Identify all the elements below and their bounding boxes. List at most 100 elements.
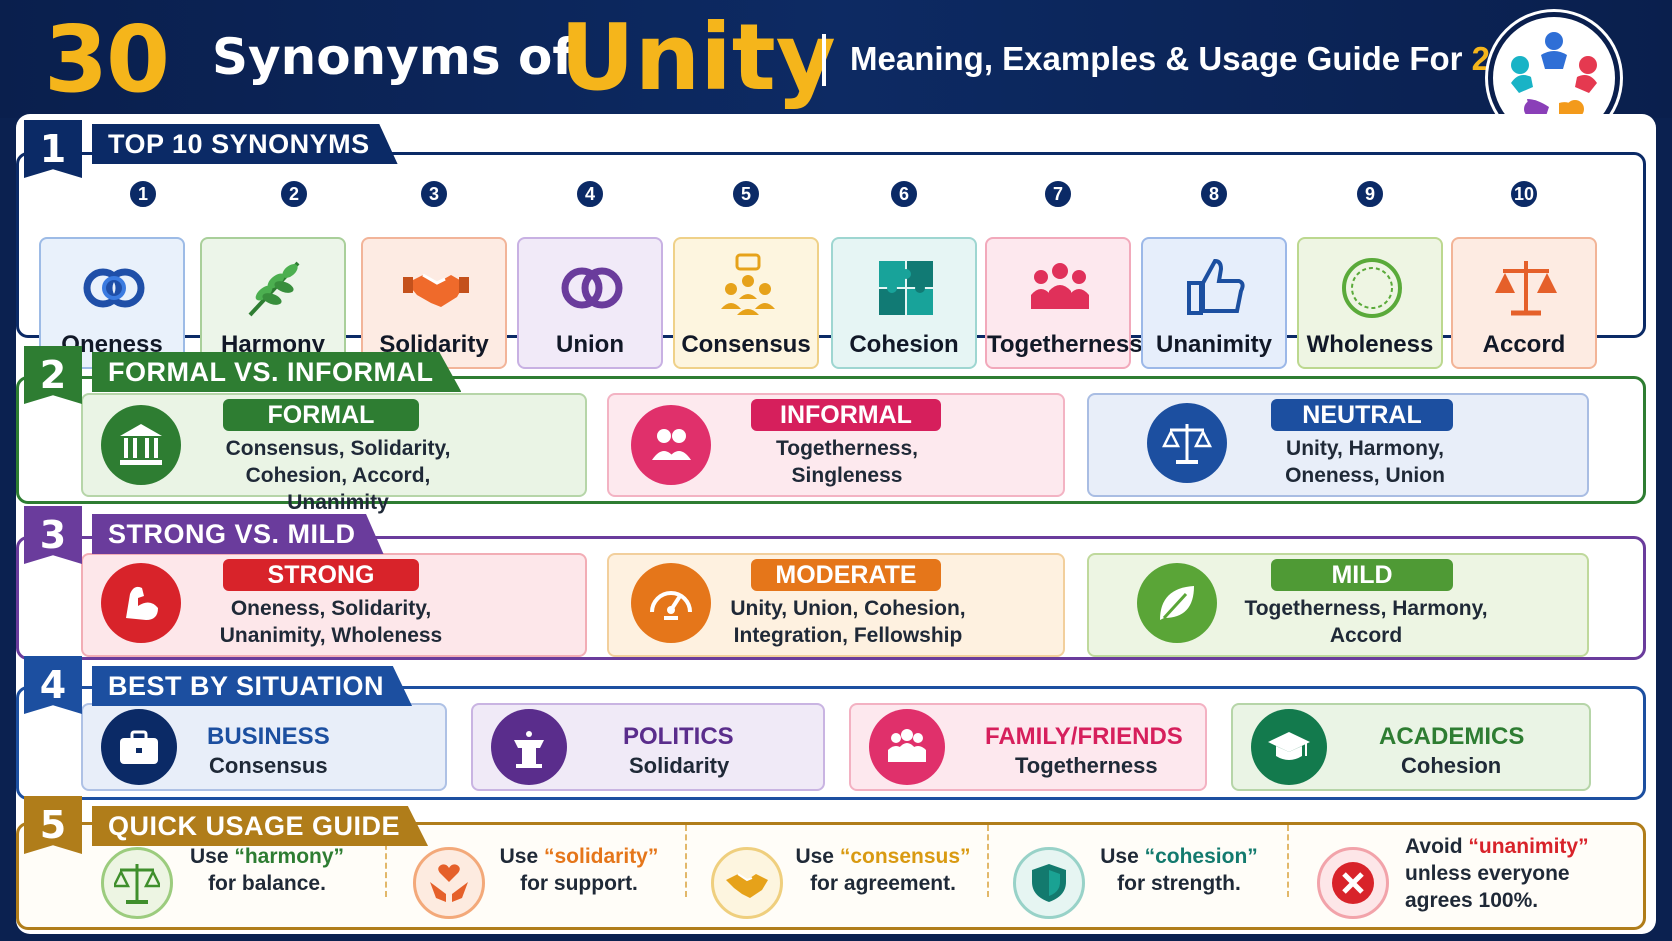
courthouse-icon	[101, 405, 181, 485]
informal-list: Togetherness, Singleness	[719, 435, 975, 489]
scales-icon	[101, 847, 173, 919]
neutral-line-1: Unity, Harmony,	[1286, 437, 1444, 460]
neutral-list: Unity, Harmony, Oneness, Union	[1239, 435, 1491, 489]
formal-line-2: Cohesion, Accord, Unanimity	[245, 464, 431, 514]
synonym-card: Togetherness	[985, 237, 1143, 369]
section-top-synonyms: Oneness Harmony Solidarity Union Consens…	[16, 152, 1646, 369]
guide-word: “consensus”	[839, 845, 971, 868]
situation-value: Consensus	[209, 753, 328, 778]
synonym-number: 4	[575, 179, 605, 209]
mild-line-1: Togetherness, Harmony,	[1244, 597, 1488, 620]
guide-word: “cohesion”	[1144, 845, 1258, 868]
synonym-card: Harmony	[200, 237, 346, 369]
situation-card-politics: POLITICS Solidarity	[471, 703, 825, 791]
title-subtitle: Meaning, Examples & Usage Guide For 2026	[850, 40, 1545, 78]
section-number: 2	[24, 346, 82, 404]
title-word: Unity	[560, 4, 836, 111]
synonym-number: 9	[1355, 179, 1385, 209]
circle-icon	[1337, 253, 1407, 323]
people-group-icon	[1025, 253, 1095, 323]
scales-icon	[1491, 253, 1561, 323]
guide-item-unanimity: Avoid “unanimity” unless everyone agrees…	[1317, 835, 1597, 929]
strong-card: STRONG Oneness, Solidarity, Unanimity, W…	[81, 553, 587, 657]
title-divider	[822, 34, 826, 86]
guide-line-3: agrees 100%.	[1405, 889, 1539, 912]
situation-card-academics: ACADEMICS Cohesion	[1231, 703, 1591, 791]
synonym-label: Unanimity	[1155, 331, 1272, 358]
strong-pill: STRONG	[223, 559, 419, 591]
header-banner: 30 Synonyms of Unity Meaning, Examples &…	[0, 0, 1672, 118]
synonym-number: 8	[1199, 179, 1229, 209]
situation-title: POLITICS	[623, 723, 734, 750]
handshake-icon	[401, 253, 471, 323]
synonym-label: Consensus	[681, 331, 811, 358]
linked-rings-icon	[557, 253, 627, 323]
shield-icon	[1013, 847, 1085, 919]
scales-icon	[1147, 403, 1227, 483]
section-formality: FORMAL Consensus, Solidarity, Cohesion, …	[16, 376, 1646, 514]
synonym-label: Cohesion	[849, 331, 959, 358]
situation-value: Cohesion	[1401, 753, 1502, 778]
strong-line-2: Unanimity, Wholeness	[219, 624, 443, 647]
guide-prefix: Use	[499, 845, 539, 868]
section-strength: STRONG Oneness, Solidarity, Unanimity, W…	[16, 536, 1646, 660]
title-number: 30	[44, 6, 170, 113]
guide-item-solidarity: Use “solidarity” for support.	[413, 843, 663, 935]
title-synonyms: Synonyms of	[212, 28, 575, 86]
formal-line-1: Consensus, Solidarity,	[225, 437, 451, 460]
situation-card-business: BUSINESS Consensus	[81, 703, 447, 791]
synonym-number: 7	[1043, 179, 1073, 209]
synonym-number: 6	[889, 179, 919, 209]
guide-divider	[987, 825, 989, 897]
situation-value: Solidarity	[629, 753, 730, 778]
guide-line-2: for balance.	[208, 872, 326, 895]
guide-prefix: Use	[189, 845, 229, 868]
formal-list: Consensus, Solidarity, Cohesion, Accord,…	[193, 435, 483, 516]
graduation-cap-icon	[1251, 709, 1327, 785]
guide-divider	[1287, 825, 1289, 897]
informal-line-2: Singleness	[791, 464, 903, 487]
section-number: 3	[24, 506, 82, 564]
guide-line-2: unless everyone	[1405, 862, 1570, 885]
section-number: 1	[24, 120, 82, 178]
guide-item-consensus: Use “consensus” for agreement.	[711, 843, 981, 935]
subtitle-text: Meaning, Examples & Usage Guide For	[850, 40, 1463, 77]
section-situations: BUSINESS Consensus POLITICS Solidarity F…	[16, 686, 1646, 800]
situation-title: FAMILY/FRIENDS	[985, 723, 1183, 750]
guide-item-cohesion: Use “cohesion” for strength.	[1013, 843, 1275, 935]
informal-card: INFORMAL Togetherness, Singleness	[607, 393, 1065, 497]
synonym-card: Unanimity	[1141, 237, 1287, 369]
guide-word: “harmony”	[234, 845, 345, 868]
synonym-number: 10	[1509, 179, 1539, 209]
synonym-label: Wholeness	[1306, 331, 1434, 358]
guide-prefix: Use	[795, 845, 834, 868]
section-title: BEST BY SITUATION	[92, 666, 413, 706]
moderate-line-1: Unity, Union, Cohesion,	[730, 597, 966, 620]
synonym-label: Togetherness	[987, 331, 1143, 358]
moderate-pill: MODERATE	[751, 559, 941, 591]
situation-value: Togetherness	[1015, 753, 1158, 778]
guide-prefix: Use	[1100, 845, 1139, 868]
formal-pill: FORMAL	[223, 399, 419, 431]
mild-line-2: Accord	[1329, 624, 1403, 647]
moderate-card: MODERATE Unity, Union, Cohesion, Integra…	[607, 553, 1065, 657]
gauge-icon	[631, 563, 711, 643]
guide-word: “solidarity”	[544, 845, 659, 868]
people-icon	[631, 405, 711, 485]
synonym-card: Wholeness	[1297, 237, 1443, 369]
synonym-number: 5	[731, 179, 761, 209]
guide-divider	[385, 825, 387, 897]
handshake-icon	[711, 847, 783, 919]
section-title: QUICK USAGE GUIDE	[92, 806, 429, 846]
section-title: STRONG VS. MILD	[92, 514, 384, 554]
guide-word: “unanimity”	[1468, 835, 1589, 858]
situation-card-family: FAMILY/FRIENDS Togetherness	[849, 703, 1207, 791]
synonym-card: Union	[517, 237, 663, 369]
informal-line-1: Togetherness,	[776, 437, 918, 460]
neutral-pill: NEUTRAL	[1271, 399, 1453, 431]
puzzle-icon	[871, 253, 941, 323]
informal-pill: INFORMAL	[751, 399, 941, 431]
interlocking-rings-icon	[79, 253, 149, 323]
mild-list: Togetherness, Harmony, Accord	[1239, 595, 1493, 649]
situation-title: BUSINESS	[207, 723, 330, 750]
